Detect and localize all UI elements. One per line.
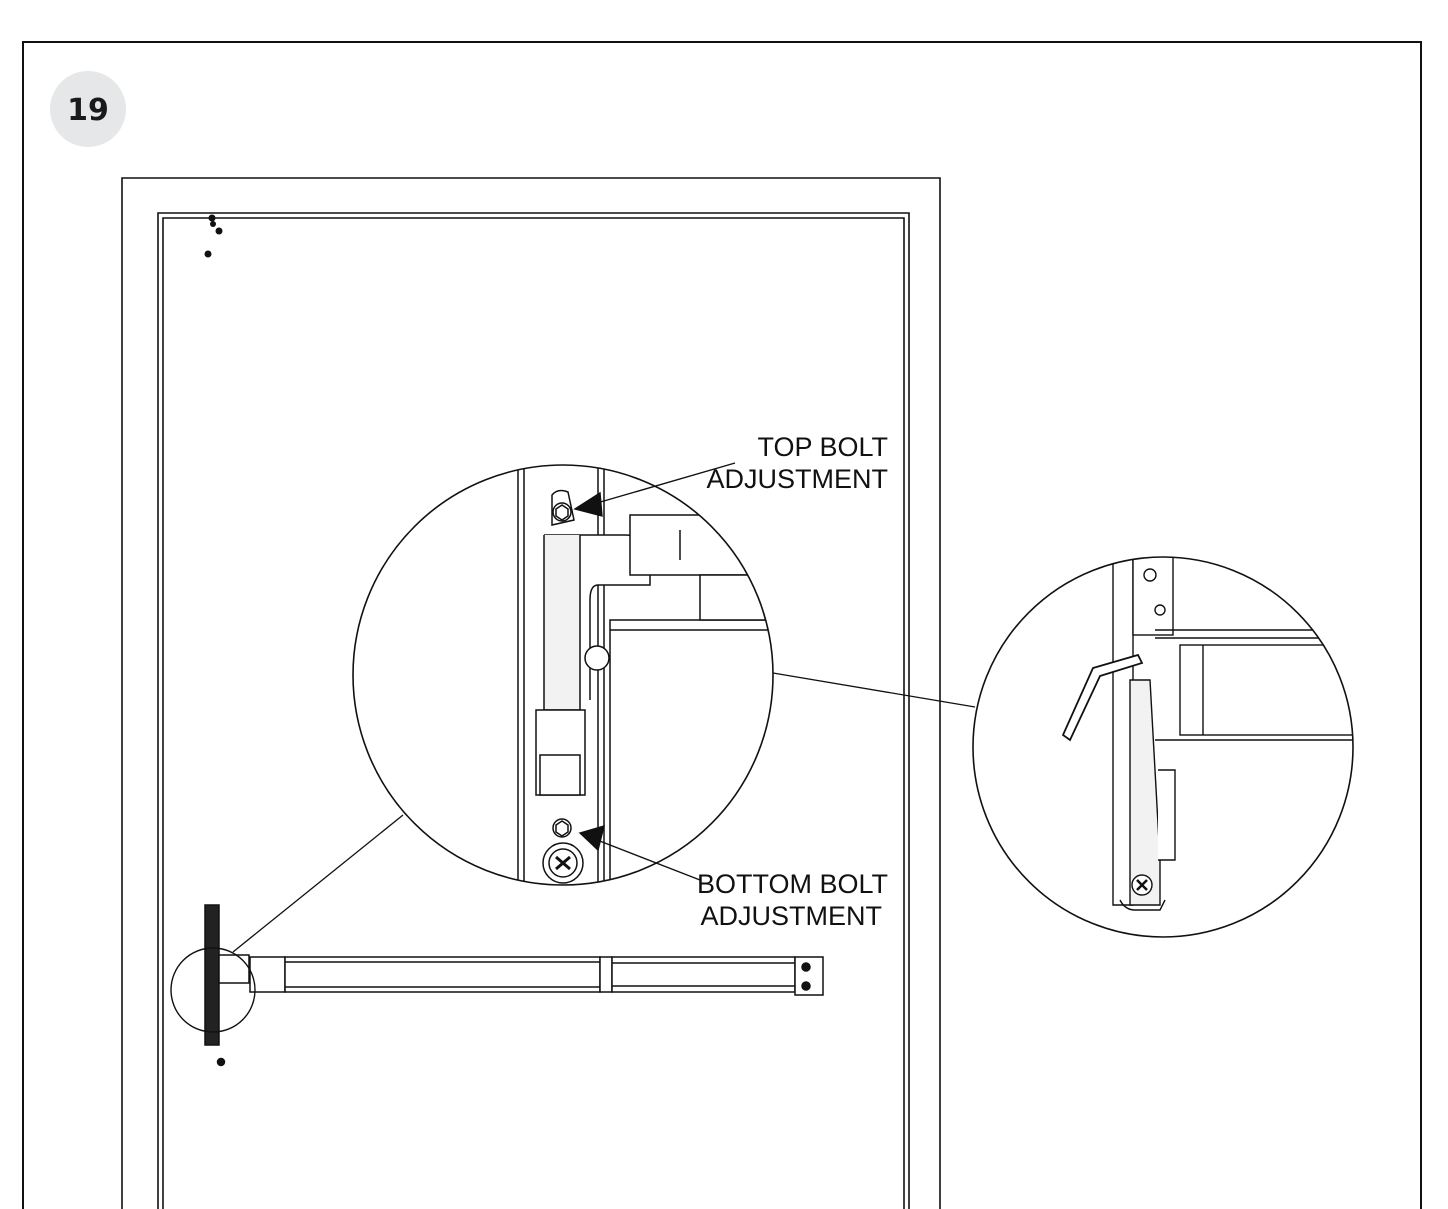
callout-top-line1: TOP BOLT [757,432,888,462]
door-frame [121,177,941,1209]
zoom-detail-right [972,556,1354,938]
page-border [22,41,1422,1209]
callout-bottom-line1: BOTTOM BOLT [697,869,888,899]
zoom-detail-main [352,464,774,886]
mounting-holes [204,214,223,258]
callout-top-line2: ADJUSTMENT [707,464,889,494]
step-number: 19 [67,93,109,128]
callout-bottom-line2: ADJUSTMENT [701,901,883,931]
callout-top-bolt: TOP BOLT ADJUSTMENT [707,432,889,494]
step-badge: 19 [50,71,126,147]
callout-bottom-bolt: BOTTOM BOLT ADJUSTMENT [697,869,888,931]
bolt-arrows [573,462,736,881]
detail-circle-small [170,947,256,1033]
exit-device [204,904,824,1067]
leader-lines [232,672,976,953]
